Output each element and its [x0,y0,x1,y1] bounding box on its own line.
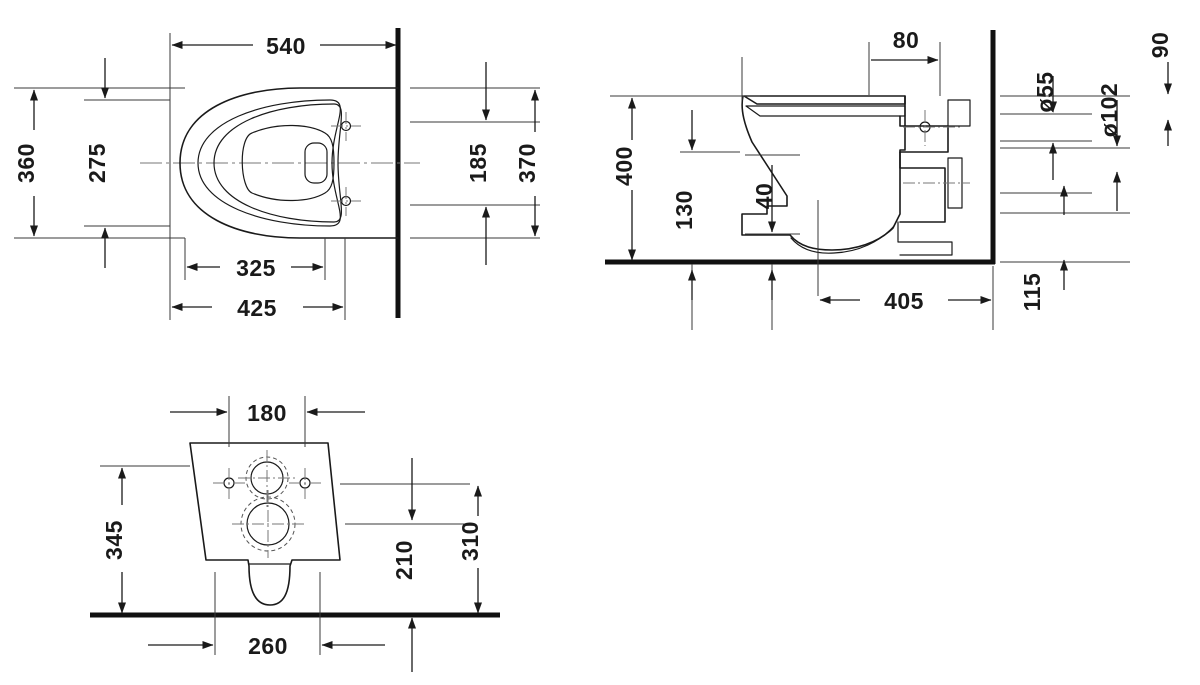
rear-310-label: 310 [457,521,483,561]
plan-540-label: 540 [266,33,306,59]
plan-bowl-inner-outline [213,103,343,223]
side-d55-label: ø55 [1032,71,1058,112]
rear-180: 180 [170,400,365,426]
side-inlet-fitting [947,99,971,127]
side-90: 90 [1147,32,1173,146]
plan-275: 275 [84,58,110,268]
rear-210-label: 210 [391,540,417,580]
plan-360-label: 360 [13,143,39,183]
rear-mounting-hole-right [289,468,322,499]
rear-260-label: 260 [248,633,288,659]
side-d55: ø55 [1032,71,1058,180]
plan-275-label: 275 [84,143,110,183]
plan-325: 325 [186,255,324,281]
plan-mounting-hole-bottom [331,187,361,216]
side-405: 405 [819,288,992,314]
rear-view: 180 345 210 310 260 [90,396,500,672]
plan-rim-inner-outline [197,99,341,227]
side-130-label: 130 [671,190,697,230]
side-d102-label: ø102 [1096,83,1122,137]
rear-310: 310 [457,485,483,614]
side-115: 115 [1019,185,1068,312]
side-80: 80 [871,27,939,64]
side-400-label: 400 [611,146,637,186]
rear-210: 210 [391,458,417,672]
rear-345: 345 [101,467,127,614]
rear-outlet-circle [232,490,305,558]
plan-360: 360 [13,89,39,237]
plan-185: 185 [465,62,491,265]
side-rear-block [899,115,949,153]
plan-325-label: 325 [236,255,276,281]
rear-body-outline [189,442,341,606]
plan-370: 370 [514,89,540,237]
side-fixing-bolt [903,110,960,146]
plan-540: 540 [171,33,397,59]
side-seat-ring [745,105,906,117]
side-rear-shelf [899,151,946,223]
side-d102: ø102 [1096,83,1122,211]
plan-370-label: 370 [514,143,540,183]
side-400: 400 [611,97,637,261]
side-bowl-profile [741,95,906,251]
rear-180-label: 180 [247,400,287,426]
plan-185-label: 185 [465,143,491,183]
rear-345-label: 345 [101,520,127,560]
side-40-label: 40 [751,183,777,210]
plan-425: 425 [171,295,344,321]
side-405-label: 405 [884,288,924,314]
side-seat-lid [743,95,906,105]
plan-mounting-hole-top [331,112,361,141]
side-115-label: 115 [1019,273,1045,312]
side-90-label: 90 [1147,32,1173,59]
side-rear-lower [897,221,953,256]
plan-view: 540 360 275 185 370 [13,28,540,321]
side-80-label: 80 [893,27,920,53]
plan-outlet-stub [304,142,328,184]
plan-bowl-outer-outline [179,87,399,239]
plan-flush-recess [241,124,335,202]
rear-mounting-hole-left [213,468,246,499]
rear-inlet-circle [238,450,297,508]
side-40: 40 [751,165,777,300]
side-view: 80 ø55 ø102 90 400 1 [605,27,1173,330]
rear-260: 260 [148,633,385,659]
side-bowl-inner-curve [790,225,895,254]
plan-425-label: 425 [237,295,277,321]
side-130: 130 [671,110,697,300]
